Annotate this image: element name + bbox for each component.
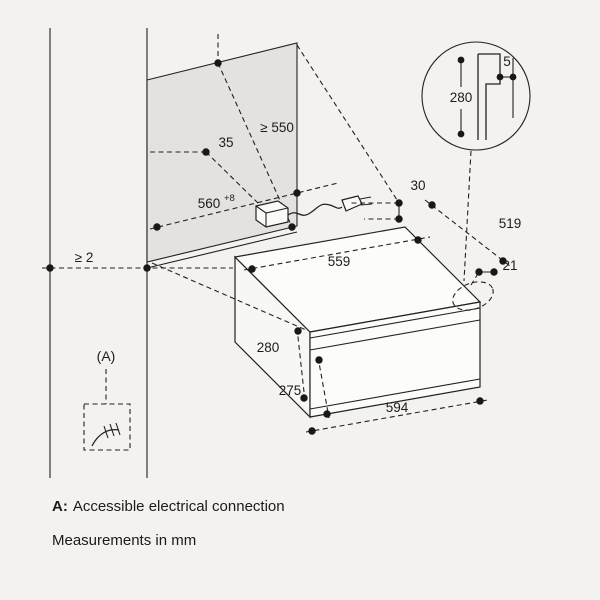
dim-line: [217, 62, 293, 228]
dim-width-top-label: 559: [328, 254, 351, 269]
drawer-handle-groove: [309, 319, 481, 351]
electrical-connection-icon: [91, 422, 121, 447]
connection-tick: [103, 425, 109, 439]
connection-tick: [109, 423, 115, 437]
dim-dot: [509, 73, 517, 81]
plug-prong: [360, 203, 373, 206]
dim-dot: [490, 268, 498, 276]
dim-niche-width-tolerance: +8: [224, 193, 235, 204]
connection-tick: [115, 422, 121, 436]
dim-height-front-left: 280: [257, 327, 308, 402]
power-cable-icon: [287, 203, 343, 216]
dim-width-top: 559: [243, 236, 431, 273]
dim-line: [424, 199, 511, 267]
note-a-text: Accessible electrical connection: [72, 498, 285, 515]
projection-lines: [217, 34, 400, 204]
dim-dot: [143, 264, 151, 272]
dim-side-gap: ≥ 2: [42, 250, 233, 272]
dim-corner-overhang: 21: [470, 258, 518, 286]
detail-height-label: 280: [450, 90, 473, 105]
dim-dot: [395, 199, 403, 207]
note-accessible-connection: A:Accessible electrical connection: [52, 498, 285, 515]
dim-niche-width: 560 +8: [149, 182, 339, 231]
dim-niche-height: ≥ 550: [214, 59, 296, 231]
trim-profile: [478, 53, 501, 140]
detail-circle-outline: [421, 41, 531, 151]
callout-box: [83, 403, 131, 451]
dim-dot: [476, 397, 484, 405]
dim-dot: [457, 56, 465, 64]
dim-line: [149, 182, 339, 230]
dim-dot: [428, 201, 436, 209]
dim-dot: [475, 268, 483, 276]
drawer-base-strip: [309, 378, 481, 410]
callout-a: (A): [83, 348, 131, 451]
warming-drawer-box: [233, 226, 482, 419]
dim-front-width: 594: [305, 397, 489, 435]
dim-dot: [46, 264, 54, 272]
dim-dot: [323, 410, 331, 418]
dim-dot: [214, 59, 222, 67]
corner-detail-marker: [452, 150, 494, 311]
niche-panel: [146, 42, 298, 269]
dim-dot: [414, 236, 422, 244]
dim-socket-offset-label: 35: [218, 135, 233, 150]
detail-ellipse: [452, 281, 494, 311]
dim-corner-label: 21: [502, 258, 517, 273]
dim-front-height: 275: [279, 356, 331, 419]
dim-dot: [300, 394, 308, 402]
drawer-front-seam: [309, 307, 481, 339]
dim-leader: [205, 151, 263, 208]
dim-depth: 519: [424, 199, 522, 267]
detail-gap-label: 5: [503, 54, 511, 69]
dim-top-clearance: 30: [348, 178, 426, 223]
power-socket-icon: [255, 200, 289, 228]
dim-top-clearance-label: 30: [410, 178, 425, 193]
dim-dot: [202, 148, 210, 156]
dim-dot: [293, 189, 301, 197]
detail-leader-line: [463, 150, 472, 282]
dim-line: [317, 356, 330, 419]
note-units: Measurements in mm: [52, 532, 197, 549]
niche-floor-edge: [146, 231, 298, 269]
detail-circle: 280 5: [421, 41, 531, 151]
dim-dot: [153, 223, 161, 231]
projection-line: [296, 44, 400, 204]
dim-dot: [395, 215, 403, 223]
dim-niche-height-label: ≥ 550: [260, 120, 294, 135]
dim-dot: [457, 130, 465, 138]
dim-dot: [294, 327, 302, 335]
dim-line: [305, 399, 489, 433]
dim-height-front-label: 280: [257, 340, 280, 355]
dim-socket-offset: 35: [150, 135, 263, 208]
dim-line: [296, 327, 306, 402]
dim-line: [243, 236, 431, 271]
dim-dot: [315, 356, 323, 364]
dim-dot: [308, 427, 316, 435]
dim-dot: [499, 257, 507, 265]
connection-curve: [91, 428, 120, 447]
plug-prong: [359, 196, 372, 200]
callout-a-label: (A): [97, 348, 116, 364]
dim-dot: [248, 265, 256, 273]
dim-dot: [496, 73, 504, 81]
projection-line: [151, 262, 307, 331]
dim-side-gap-label: ≥ 2: [75, 250, 94, 265]
dim-front-height-label: 275: [279, 383, 302, 398]
dim-depth-label: 519: [499, 216, 522, 231]
dim-niche-width-label: 560: [198, 196, 221, 211]
dim-dot: [288, 223, 296, 231]
wall-lines: [49, 28, 148, 478]
note-a-prefix: A:: [52, 498, 68, 515]
dim-front-width-label: 594: [386, 400, 409, 415]
